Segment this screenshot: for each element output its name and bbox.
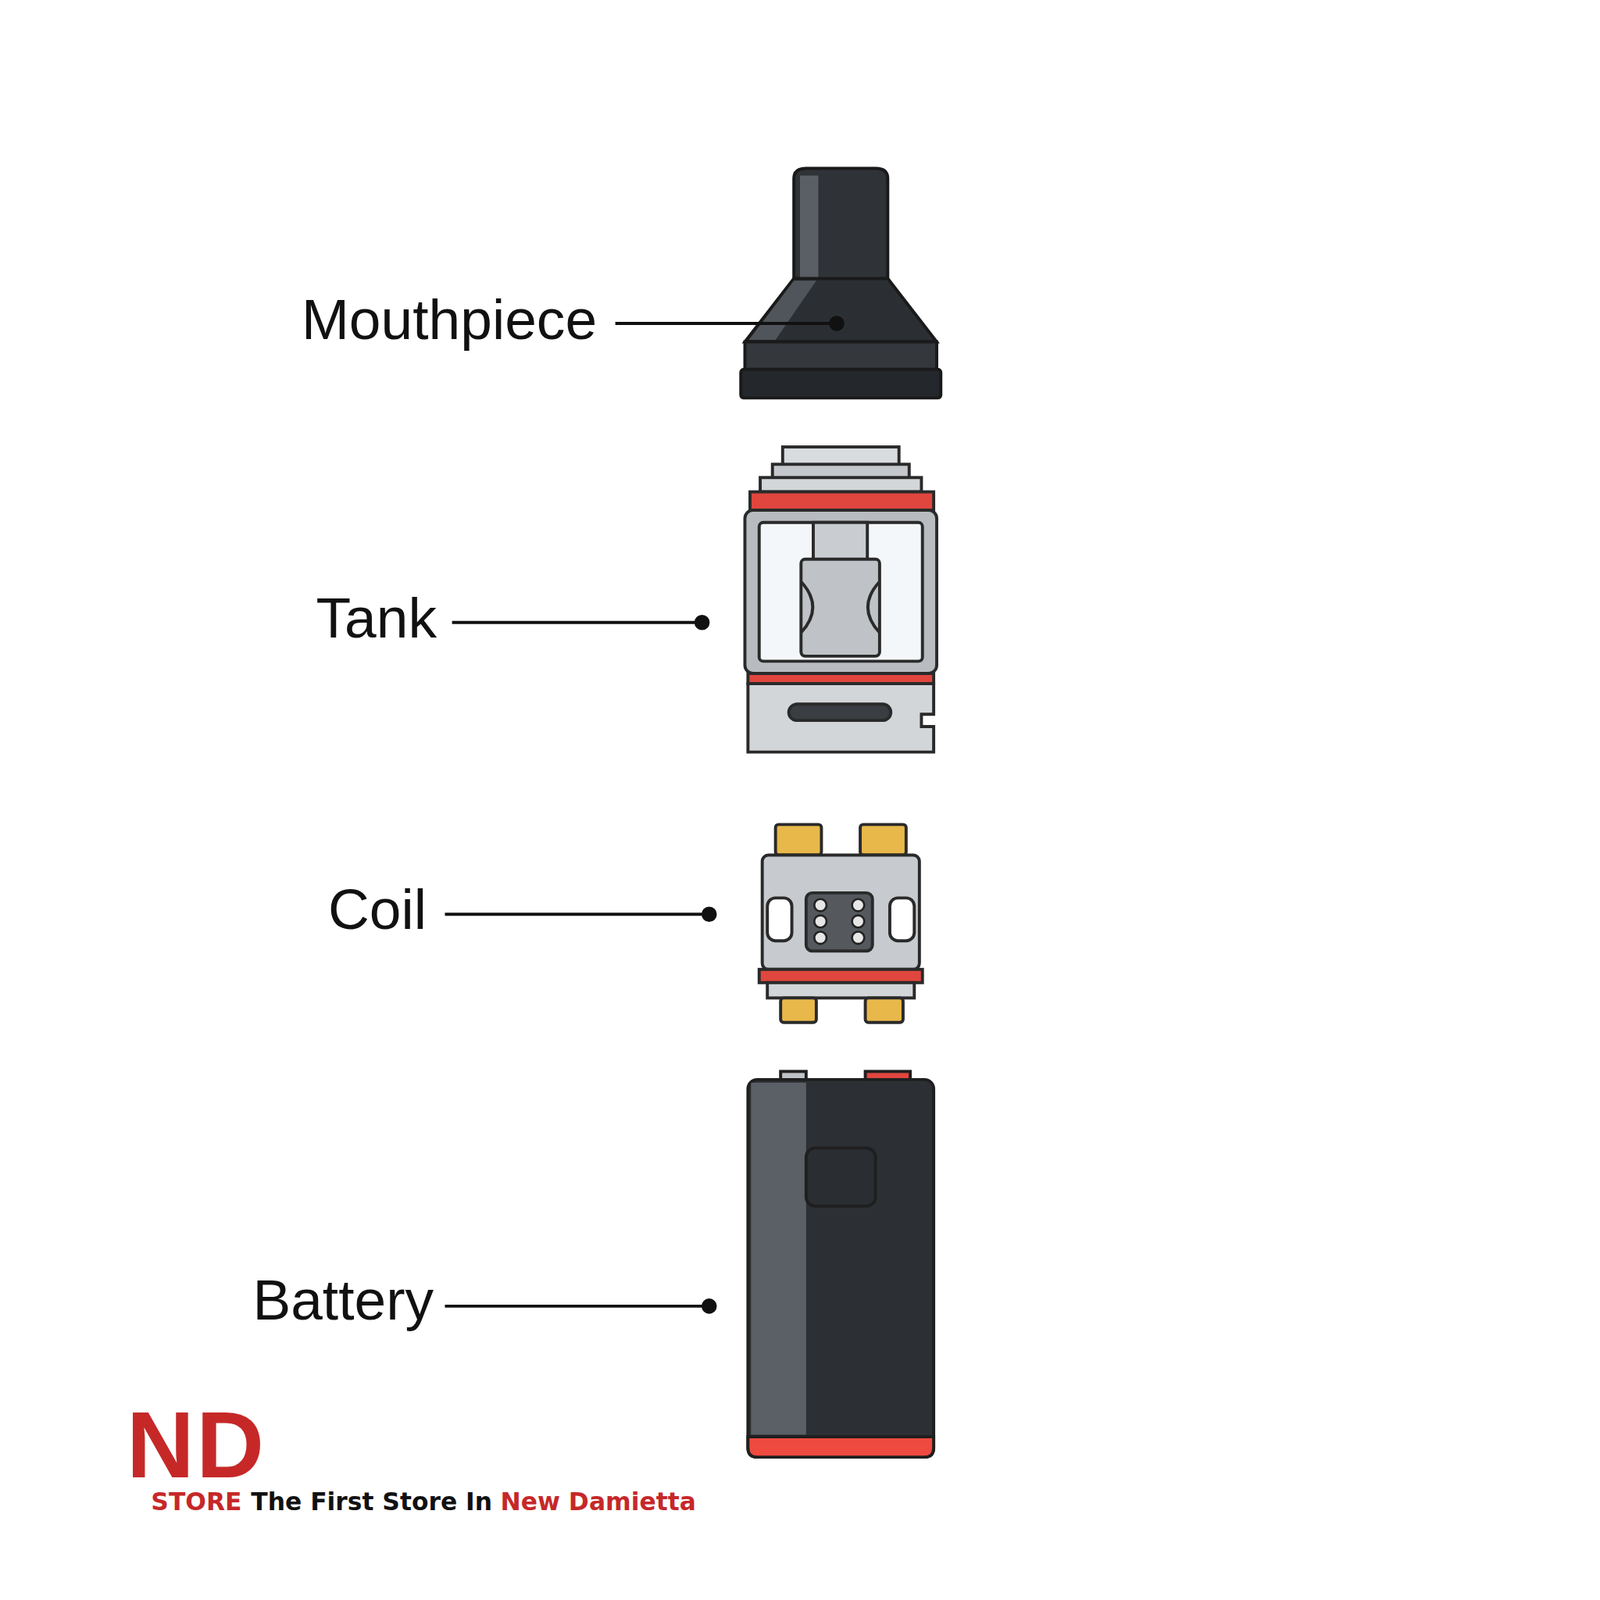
leader-dot — [696, 616, 709, 629]
logo-text: New Damietta — [500, 1487, 696, 1517]
logo-mark: ND — [126, 1391, 267, 1499]
part-label: Mouthpiece — [301, 285, 597, 353]
leader-line — [444, 1304, 709, 1308]
leader-dot — [703, 907, 716, 921]
mouthpiece-drawing — [740, 168, 941, 399]
leader-lines — [444, 317, 843, 1312]
part-label: Coil — [328, 875, 427, 943]
leader-dot — [830, 317, 843, 330]
logo-text: STORE — [150, 1487, 242, 1517]
battery-drawing — [747, 1071, 934, 1458]
leader-line — [444, 912, 709, 916]
leader-line — [615, 321, 837, 325]
tank-drawing — [744, 446, 937, 753]
coil-drawing — [759, 824, 923, 1022]
logo-text: The First Store In — [250, 1487, 493, 1517]
leader-line — [452, 621, 703, 625]
part-label: Tank — [316, 584, 438, 651]
leader-dot — [703, 1300, 716, 1313]
part-label: Battery — [252, 1267, 434, 1334]
